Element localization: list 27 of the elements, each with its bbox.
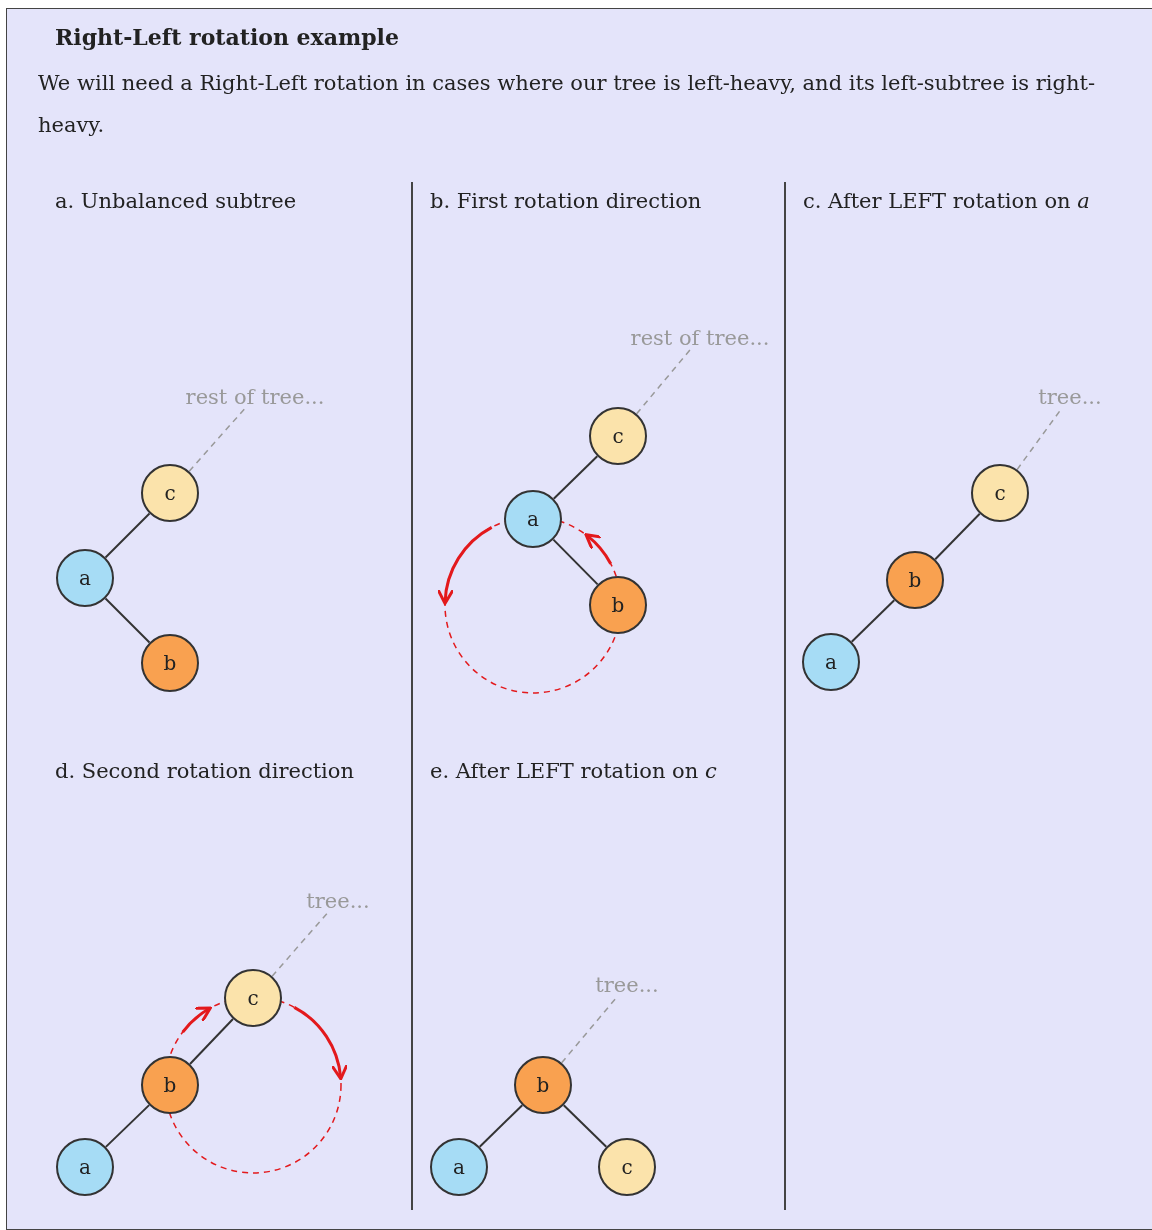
- tree-edge: [104, 1104, 151, 1148]
- tree-edge: [104, 597, 151, 644]
- panel-heading: d. Second rotation direction: [55, 758, 355, 785]
- tree-edge: [189, 1018, 234, 1065]
- tree-edge: [104, 512, 151, 559]
- dashed-line: [1016, 408, 1062, 471]
- tree-edge: [934, 512, 981, 561]
- dashed-line: [560, 996, 618, 1064]
- tree-edge: [562, 1104, 608, 1148]
- tree-edge: [552, 455, 599, 500]
- tree-edge: [478, 1104, 524, 1148]
- description-text: We will need a Right-Left rotation in cases where our tree is left-heavy, and its left-subtree is right-heavy.: [38, 70, 1096, 139]
- dashed-line: [635, 349, 691, 415]
- node-text: tree...: [1038, 385, 1102, 409]
- panel-heading: b. First rotation direction: [430, 188, 703, 215]
- dashed-line: [271, 912, 329, 977]
- tree-edge: [850, 599, 896, 643]
- node-text: rest of tree...: [185, 385, 325, 409]
- node-text: rest of tree...: [630, 326, 770, 350]
- diagram-title: Right-Left rotation example: [55, 24, 399, 50]
- node-text: tree...: [595, 973, 659, 997]
- panel-heading: a. Unbalanced subtree: [55, 188, 298, 215]
- panel-heading: c. After LEFT rotation on a: [803, 188, 1091, 215]
- node-text: tree...: [306, 889, 370, 913]
- dashed-line: [188, 408, 246, 473]
- tree-edge: [552, 538, 599, 586]
- panel-heading: e. After LEFT rotation on c: [430, 758, 718, 785]
